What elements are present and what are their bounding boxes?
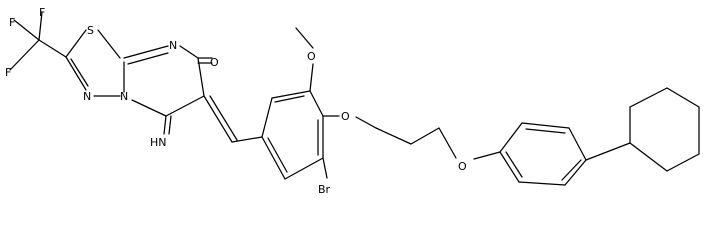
chemical-structure-diagram: F F F S N N N O HN O O Br O xyxy=(5,6,700,196)
atom-f2: F xyxy=(39,6,45,19)
atom-o-carbonyl: O xyxy=(210,56,219,69)
bond-lines xyxy=(9,11,700,186)
atom-o-methoxy: O xyxy=(307,50,316,63)
atom-labels: F F F S N N N O HN O O Br O xyxy=(5,6,467,196)
atom-f1: F xyxy=(9,16,15,29)
atom-s: S xyxy=(87,24,94,37)
atom-o-ether1: O xyxy=(341,110,350,123)
atom-imine: HN xyxy=(150,136,167,149)
atom-o-ether2: O xyxy=(458,160,467,173)
atom-f3: F xyxy=(5,66,11,79)
atom-n-ring: N xyxy=(169,39,177,52)
atom-n-bridge: N xyxy=(120,90,128,103)
atom-n-thiadiazole: N xyxy=(83,90,91,103)
atom-br: Br xyxy=(318,183,331,196)
